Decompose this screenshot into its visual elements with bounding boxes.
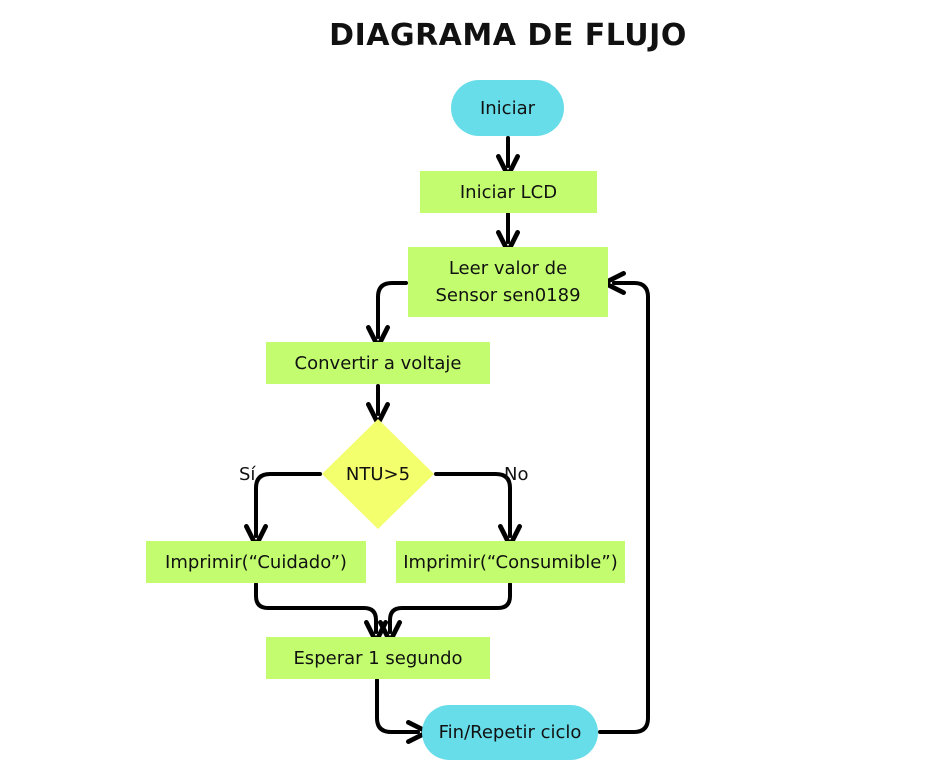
print-consumible-node: Imprimir(“Consumible”) [396, 541, 625, 583]
arrow-decision-no [434, 472, 522, 548]
diagram-title: DIAGRAMA DE FLUJO [329, 18, 687, 53]
arrow-loop-back [598, 271, 650, 734]
decision-label: NTU>5 [345, 463, 411, 485]
start-label: Iniciar [479, 97, 536, 119]
read-sensor-label-line1: Leer valor de [448, 258, 568, 279]
read-sensor-label-line2: Sensor sen0189 [435, 285, 581, 306]
end-node: Fin/Repetir ciclo [422, 705, 598, 760]
arrow-read-to-convert [366, 281, 408, 349]
arrow-decision-yes [244, 472, 322, 548]
print-cuidado-node: Imprimir(“Cuidado”) [146, 541, 366, 583]
read-sensor-node: Leer valor de Sensor sen0189 [408, 247, 608, 317]
wait-node: Esperar 1 segundo [266, 637, 490, 679]
branch-yes-label: Sí [239, 464, 256, 485]
arrow-no-to-wait [378, 582, 512, 644]
convert-node: Convertir a voltaje [266, 342, 490, 384]
arrow-wait-to-end [375, 678, 430, 744]
end-label: Fin/Repetir ciclo [438, 722, 582, 743]
init-lcd-label: Iniciar LCD [459, 181, 558, 203]
branch-no-label: No [504, 464, 529, 485]
print-cuidado-label: Imprimir(“Cuidado”) [165, 551, 347, 573]
convert-label: Convertir a voltaje [294, 352, 462, 374]
print-consumible-label: Imprimir(“Consumible”) [403, 551, 618, 573]
start-node: Iniciar [451, 80, 564, 136]
decision-diamond [322, 419, 434, 529]
init-lcd-node: Iniciar LCD [420, 171, 597, 213]
wait-label: Esperar 1 segundo [293, 647, 463, 669]
arrow-yes-to-wait [254, 582, 388, 644]
